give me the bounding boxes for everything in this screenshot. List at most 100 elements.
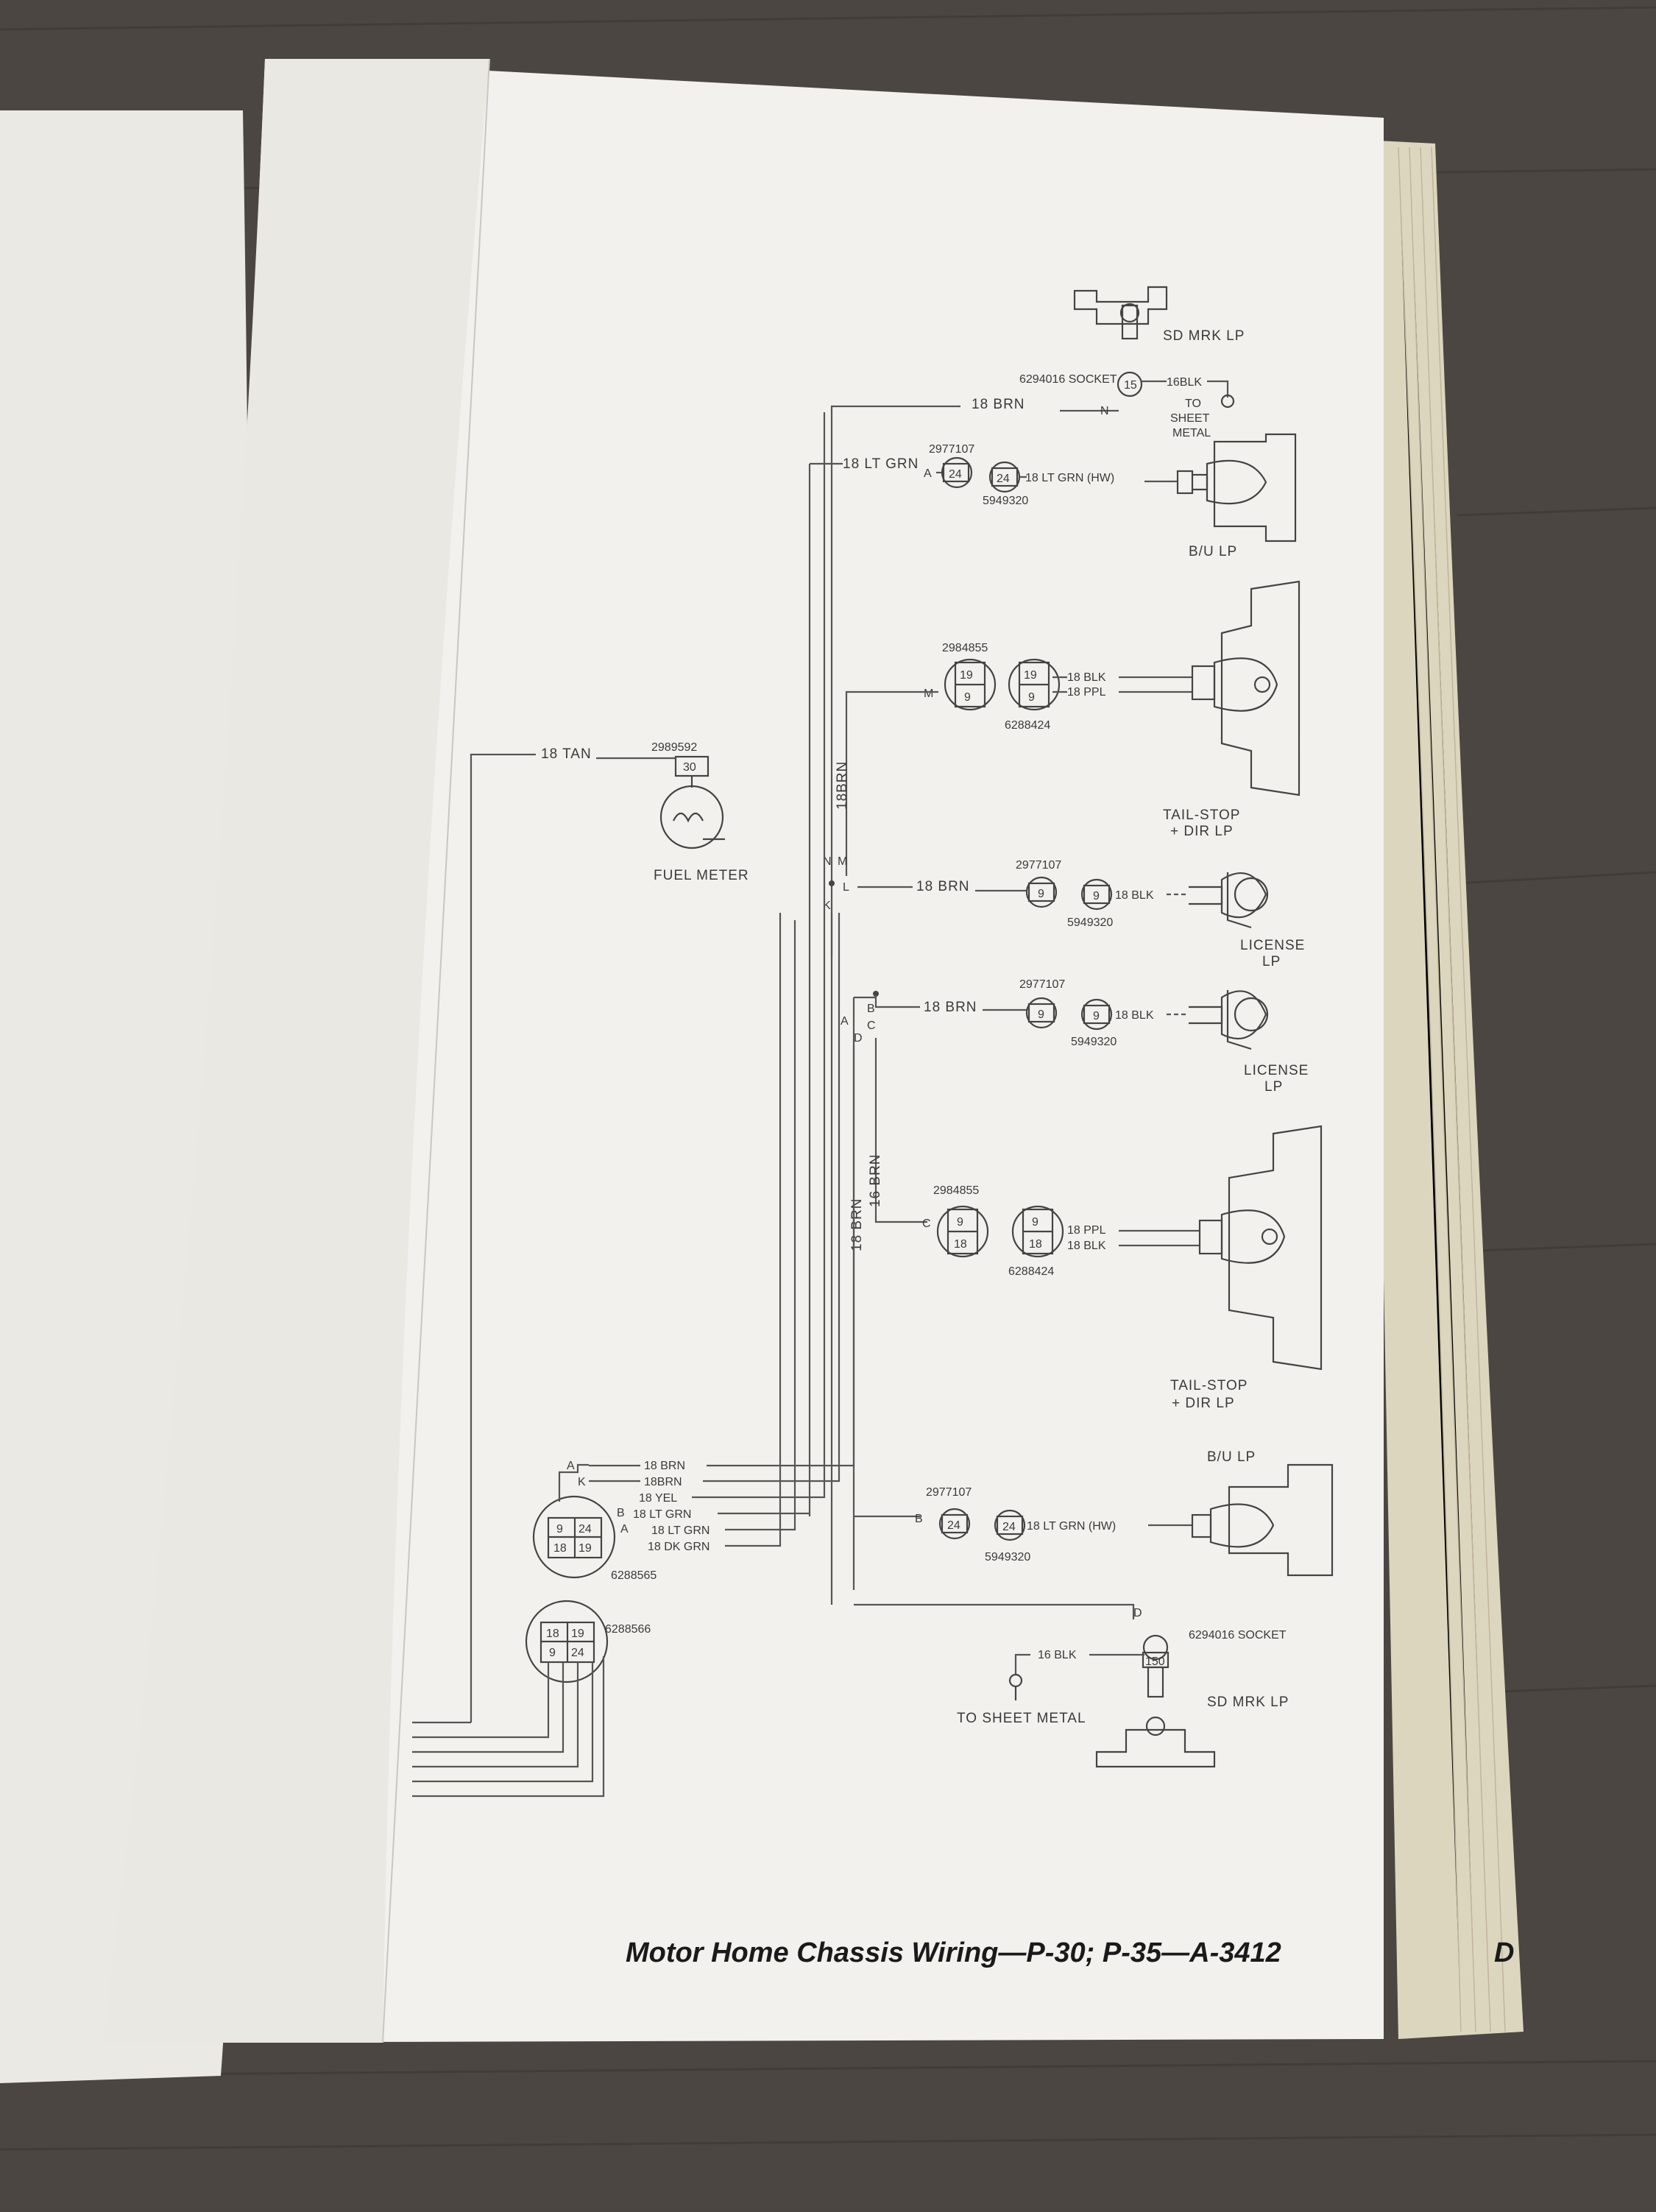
terminal-c-tail2: C (922, 1218, 931, 1230)
pn-6288424-a: 6288424 (1005, 719, 1050, 732)
terminal-d-split2: D (854, 1032, 863, 1045)
terminal-n-split: N (823, 855, 832, 868)
license-lp-1-label-a: LICENSE (1240, 938, 1305, 953)
cavity-24-b1: 24 (947, 1519, 960, 1532)
socket-top-label: 6294016 SOCKET (1019, 373, 1117, 386)
cavity-24-a2: 24 (997, 473, 1010, 485)
pn-2977107-a: 2977107 (929, 443, 974, 456)
cavity-9-a2: 9 (1028, 691, 1035, 704)
pn-2989592: 2989592 (651, 741, 697, 754)
wire-16brn-vert (874, 1038, 927, 1223)
wire-18tan-label: 18 TAN (541, 746, 592, 762)
harness-terminal-k: K (578, 1476, 586, 1488)
cavity-150-bottom: 150 (1145, 1656, 1165, 1668)
harness-wire-18yel: 18 YEL (639, 1492, 677, 1505)
pn-6288565: 6288565 (611, 1569, 657, 1582)
to-sheet-metal-top-3: METAL (1172, 427, 1211, 439)
cavity-30: 30 (683, 761, 696, 774)
cavity-9-l1b: 9 (1093, 890, 1100, 902)
wire-18ppl-tail-top: 18 PPL (1067, 686, 1106, 699)
wire-18tan-vert (470, 753, 536, 1722)
cavity-19-a2: 19 (1024, 669, 1037, 682)
harness-cavity-24: 24 (578, 1523, 592, 1536)
page-edge-lines (1398, 146, 1506, 2032)
harness-cavity-18: 18 (553, 1542, 567, 1555)
wire-18brn-main (830, 405, 960, 1605)
wire-18brn-lic2: 18 BRN (924, 1000, 977, 1015)
harness-terminal-a2: A (620, 1523, 629, 1536)
wire-18blk-lic2: 18 BLK (1115, 1009, 1154, 1022)
connector-6288566: 18 19 9 24 6288566 (525, 1600, 651, 1683)
terminal-c-split2: C (867, 1020, 876, 1032)
wire-18ltgrn-top-label: 18 LT GRN (843, 456, 919, 472)
terminal-d-sd2: D (1133, 1607, 1142, 1619)
pn-2977107-d: 2977107 (926, 1486, 972, 1499)
cavity-18-t2a: 18 (954, 1238, 967, 1251)
harness-wire-18dkgrn: 18 DK GRN (648, 1541, 710, 1553)
license-lp-2-label-a: LICENSE (1244, 1063, 1309, 1078)
wire-18ppl-tail-bottom: 18 PPL (1067, 1224, 1106, 1237)
terminal-l-split: L (843, 881, 849, 894)
page-curl-shadow (103, 59, 489, 2043)
wire-18ltgrn-hw-top: 18 LT GRN (HW) (1025, 472, 1114, 484)
terminal-b-split2: B (867, 1003, 875, 1015)
tail-stop-top-label-2: + DIR LP (1170, 824, 1234, 839)
license-lp-1: LICENSE LP (1189, 872, 1305, 969)
bu-lp-top-label: B/U LP (1189, 544, 1237, 559)
cavity-18-t2b: 18 (1029, 1238, 1042, 1251)
wire-m-tail (845, 690, 938, 876)
terminal-a-top: A (924, 467, 932, 480)
harness-cavity-19: 19 (578, 1542, 592, 1555)
pn-5949320-d: 5949320 (985, 1551, 1030, 1563)
harness2-cavity-18: 18 (546, 1628, 559, 1640)
terminal-b-bu2: B (915, 1513, 923, 1525)
bu-lp-bottom: B/U LP (1191, 1449, 1334, 1577)
wire-16brn-vert-label: 16 BRN (868, 1153, 883, 1207)
bu-lp-top: B/U LP (1176, 433, 1297, 559)
harness-wire-18ltgrn-1: 18 LT GRN (633, 1508, 691, 1521)
cavity-9-t2a: 9 (957, 1216, 963, 1229)
harness2-cavity-19: 19 (571, 1628, 584, 1640)
pn-2984855-b: 2984855 (933, 1184, 979, 1197)
harness-terminal-b: B (617, 1507, 625, 1519)
terminal-m-split: M (838, 855, 847, 868)
wire-16blk-bottom: 16 BLK (1038, 1649, 1077, 1661)
to-sheet-metal-top-1: TO (1185, 397, 1201, 410)
terminal-n-top: N (1100, 405, 1109, 417)
connector-6288565: 9 24 18 19 6288565 (532, 1495, 657, 1582)
harness-cavity-9: 9 (556, 1523, 563, 1536)
cavity-19-a1: 19 (960, 669, 973, 682)
pn-6288566: 6288566 (605, 1623, 651, 1636)
harness-wire-18ltgrn-2: 18 LT GRN (651, 1524, 710, 1537)
terminal-a-split2: A (841, 1015, 849, 1028)
sd-mrk-lp-top-label: SD MRK LP (1163, 328, 1245, 344)
wire-16blk-top: 16BLK (1167, 376, 1202, 389)
wire-18brn-vert-label: 18BRN (835, 761, 850, 810)
sd-mrk-lp-bottom: SD MRK LP (1095, 1666, 1288, 1768)
page-title: Motor Home Chassis Wiring—P-30; P-35—A-3… (626, 1937, 1281, 1968)
pn-2977107-b: 2977107 (1016, 859, 1061, 872)
socket-bottom-label: 6294016 SOCKET (1189, 1629, 1287, 1642)
sd-mrk-lp-top: SD MRK LP 15 6294016 SOCKET 16BLK TO SHE… (1019, 286, 1245, 439)
tail-stop-top-label-1: TAIL-STOP (1163, 808, 1240, 823)
license-lp-1-label-b: LP (1262, 954, 1281, 969)
harness-wire-18brn-1: 18 BRN (644, 1460, 685, 1472)
fuel-meter-label: FUEL METER (654, 868, 749, 883)
terminal-m-tail: M (924, 688, 933, 700)
bu-lp-bottom-label: B/U LP (1207, 1449, 1256, 1465)
cavity-9-l1a: 9 (1038, 888, 1044, 900)
harness2-cavity-9: 9 (549, 1647, 556, 1659)
license-lp-2: LICENSE LP (1189, 990, 1309, 1095)
wire-18blk-tail-top: 18 BLK (1067, 671, 1106, 684)
cavity-9-l2b: 9 (1093, 1010, 1100, 1022)
wire-18brn-vert2-label: 18 BRN (849, 1198, 865, 1251)
pn-6288424-b: 6288424 (1008, 1265, 1054, 1278)
tail-stop-bottom-label-2: + DIR LP (1172, 1396, 1235, 1411)
terminal-k-split: K (823, 900, 831, 912)
pn-2984855-a: 2984855 (942, 642, 988, 654)
to-sheet-metal-bottom-label: TO SHEET METAL (957, 1711, 1086, 1726)
cavity-9-l2a: 9 (1038, 1008, 1044, 1021)
cavity-24-b2: 24 (1002, 1521, 1016, 1533)
harness-wire-18brn-2: 18BRN (644, 1476, 682, 1488)
